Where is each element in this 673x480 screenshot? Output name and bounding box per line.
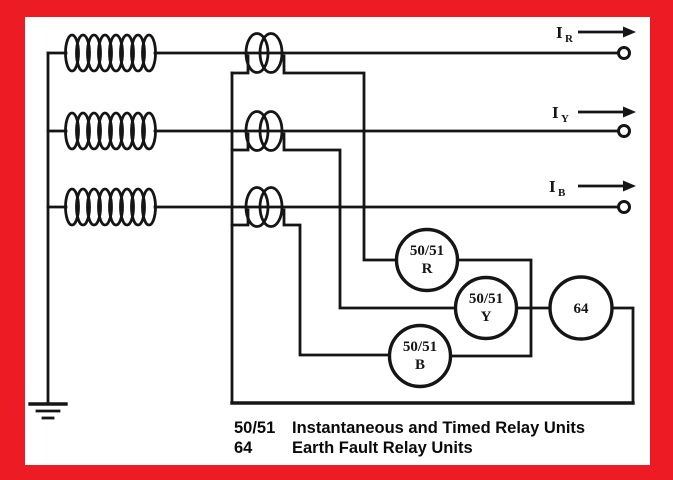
relay-circle-5051-y: 50/51 Y (453, 275, 519, 341)
inductor-coil-icon-r (64, 33, 157, 73)
legend-code-5051: 50/51 (234, 419, 275, 437)
relay-phase-label: R (422, 261, 433, 277)
current-arrow-icon-b (578, 180, 636, 192)
relay-code-label: 50/51 (410, 243, 444, 259)
current-arrow-icon-r (578, 26, 636, 38)
relay-phase-label: Y (481, 309, 492, 325)
relay-phase-label: B (415, 357, 425, 373)
relay-code-label: 50/51 (469, 291, 503, 307)
relay-code-label: 50/51 (403, 339, 437, 355)
current-symbol-subscript: B (558, 187, 566, 199)
earth-ground-icon (28, 402, 68, 420)
relay-circle-5051-b: 50/51 B (387, 323, 453, 389)
legend: 50/51 Instantaneous and Timed Relay Unit… (234, 419, 585, 457)
line-terminal-y (617, 124, 631, 138)
legend-description-5051: Instantaneous and Timed Relay Units (292, 419, 585, 437)
current-label-y: I Y (552, 103, 569, 125)
relay-circle-64: 64 (548, 275, 614, 341)
inductor-coil-icon-b (64, 187, 157, 227)
line-terminal-b (617, 200, 631, 214)
current-symbol: I (556, 23, 563, 42)
current-arrow-icon-y (578, 106, 636, 118)
current-symbol-subscript: Y (561, 113, 569, 125)
legend-code-64: 64 (234, 439, 253, 457)
current-symbol: I (552, 103, 559, 122)
relay-64-output-wire (610, 306, 635, 405)
inductor-coil-icon-y (64, 111, 157, 151)
relay-circle-5051-r: 50/51 R (394, 227, 460, 293)
current-label-r: I R (556, 23, 574, 45)
relay-code-label: 64 (574, 301, 590, 317)
current-symbol: I (549, 177, 556, 196)
legend-description-64: Earth Fault Relay Units (292, 439, 473, 457)
current-symbol-subscript: R (565, 33, 574, 45)
diagram-canvas (25, 17, 650, 465)
line-terminal-r (617, 46, 631, 60)
current-label-b: I B (549, 177, 566, 199)
